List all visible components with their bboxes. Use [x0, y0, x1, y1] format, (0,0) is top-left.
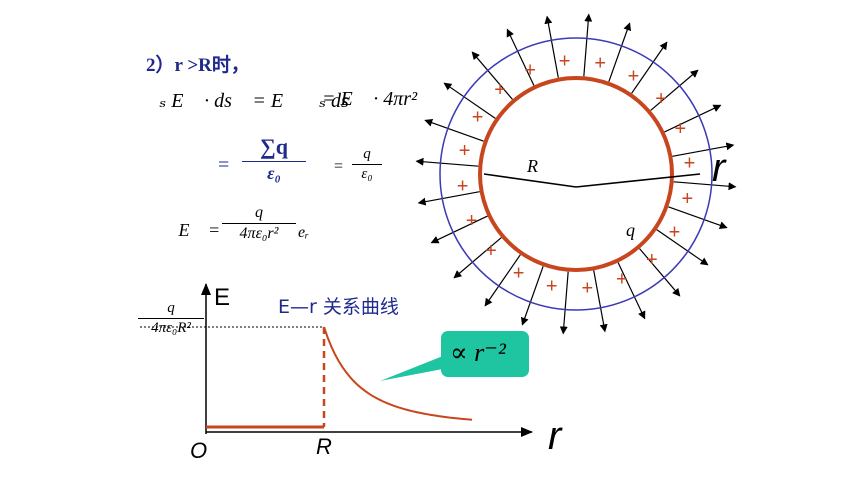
plus-charge-sign: +: [628, 66, 640, 88]
plus-charge-sign: +: [669, 221, 681, 243]
callout-box: [441, 331, 529, 377]
field-arrow: [417, 191, 480, 206]
x-tick-R: R: [316, 434, 332, 459]
plus-charge-sign: +: [457, 175, 469, 197]
callout-text: ∝ r⁻²: [450, 338, 506, 367]
plus-charge-sign: +: [684, 153, 696, 175]
field-arrow: [672, 142, 735, 157]
callout-pointer: [380, 354, 448, 381]
plus-charge-sign: +: [655, 88, 667, 110]
sphere-charge-label: q: [626, 220, 635, 240]
sum-q-fraction: ∑q ε₀: [242, 134, 306, 184]
field-arrow: [664, 104, 722, 133]
field-arrow: [617, 262, 646, 320]
y-tick-numerator: q: [167, 300, 175, 316]
graph-x-label: r: [548, 414, 562, 458]
sphere-radius-label: R: [527, 156, 538, 176]
equals-sign-2: =: [334, 158, 344, 175]
field-arrow: [453, 237, 502, 279]
plus-charge-sign: +: [485, 240, 497, 262]
field-arrow: [506, 28, 535, 86]
field-arrow: [631, 41, 668, 94]
plus-charge-sign: +: [459, 140, 471, 162]
y-tick-fraction: q 4πε₀R²: [138, 300, 204, 337]
q-over-eps-fraction: q ε₀: [352, 146, 382, 183]
radius-line-r: [575, 173, 701, 188]
gauss-law-rhs: = E⃗ · 4πr²: [322, 88, 418, 110]
field-arrow: [559, 271, 569, 335]
q-denominator: ε₀: [361, 166, 373, 182]
plus-charge-sign: +: [513, 262, 525, 284]
result-prefix: ∴ E⃗ =: [160, 220, 221, 240]
result-fraction: q 4πε₀r²: [222, 204, 296, 243]
graph-y-label: E: [214, 284, 231, 311]
radius-line-R: [483, 173, 577, 188]
charged-shell: [478, 76, 674, 272]
plus-charge-sign: +: [616, 268, 628, 290]
field-arrow: [668, 206, 728, 230]
plus-signs: ++++++++++++++++++++: [457, 51, 696, 300]
inverse-square-curve: [323, 326, 473, 421]
field-arrow: [415, 157, 479, 167]
case-heading: 2）r >R时，: [146, 55, 250, 76]
field-arrow: [583, 13, 593, 77]
field-arrow: [544, 15, 559, 78]
plus-charge-sign: +: [594, 53, 606, 75]
plus-charge-sign: +: [675, 118, 687, 140]
sphere-r-label: r: [712, 146, 726, 190]
result-denominator: 4πε₀r²: [239, 225, 279, 242]
plus-charge-sign: +: [682, 188, 694, 210]
gaussian-surface: [439, 37, 713, 311]
plus-charge-sign: +: [546, 275, 558, 297]
field-arrow: [484, 254, 521, 307]
field-arrow: [673, 181, 737, 191]
field-arrow: [471, 51, 513, 100]
gauss-law-lhs: ∮ₛ E⃗ · ds⃗ = E⃗ ∮ₛ ds⃗: [144, 90, 365, 112]
field-arrow: [639, 248, 681, 297]
field-arrow: [424, 118, 484, 142]
graph-title: E—r 关系曲线: [278, 296, 399, 318]
result-unit-vector: eᵣ: [298, 224, 310, 241]
q-numerator: q: [363, 146, 371, 162]
field-arrow: [430, 215, 488, 244]
plus-charge-sign: +: [472, 107, 484, 129]
plus-charge-sign: +: [466, 210, 478, 232]
field-arrows: [415, 13, 737, 335]
sum-q-numerator: ∑q: [260, 134, 288, 159]
plus-charge-sign: +: [559, 51, 571, 73]
field-arrow: [593, 270, 608, 333]
field-arrow: [520, 266, 544, 326]
plus-charge-sign: +: [494, 79, 506, 101]
origin-label: O: [190, 438, 208, 463]
result-numerator: q: [255, 204, 263, 221]
plus-charge-sign: +: [582, 277, 594, 299]
sum-q-denominator: ε₀: [267, 163, 281, 183]
equals-sign-1: =: [218, 154, 230, 176]
field-arrow: [443, 82, 496, 119]
plus-charge-sign: +: [524, 60, 536, 82]
plus-charge-sign: +: [646, 249, 658, 271]
field-arrow: [608, 22, 632, 82]
field-arrow: [650, 69, 699, 111]
field-arrow: [656, 229, 709, 266]
y-tick-denominator: 4πε₀R²: [151, 320, 191, 336]
